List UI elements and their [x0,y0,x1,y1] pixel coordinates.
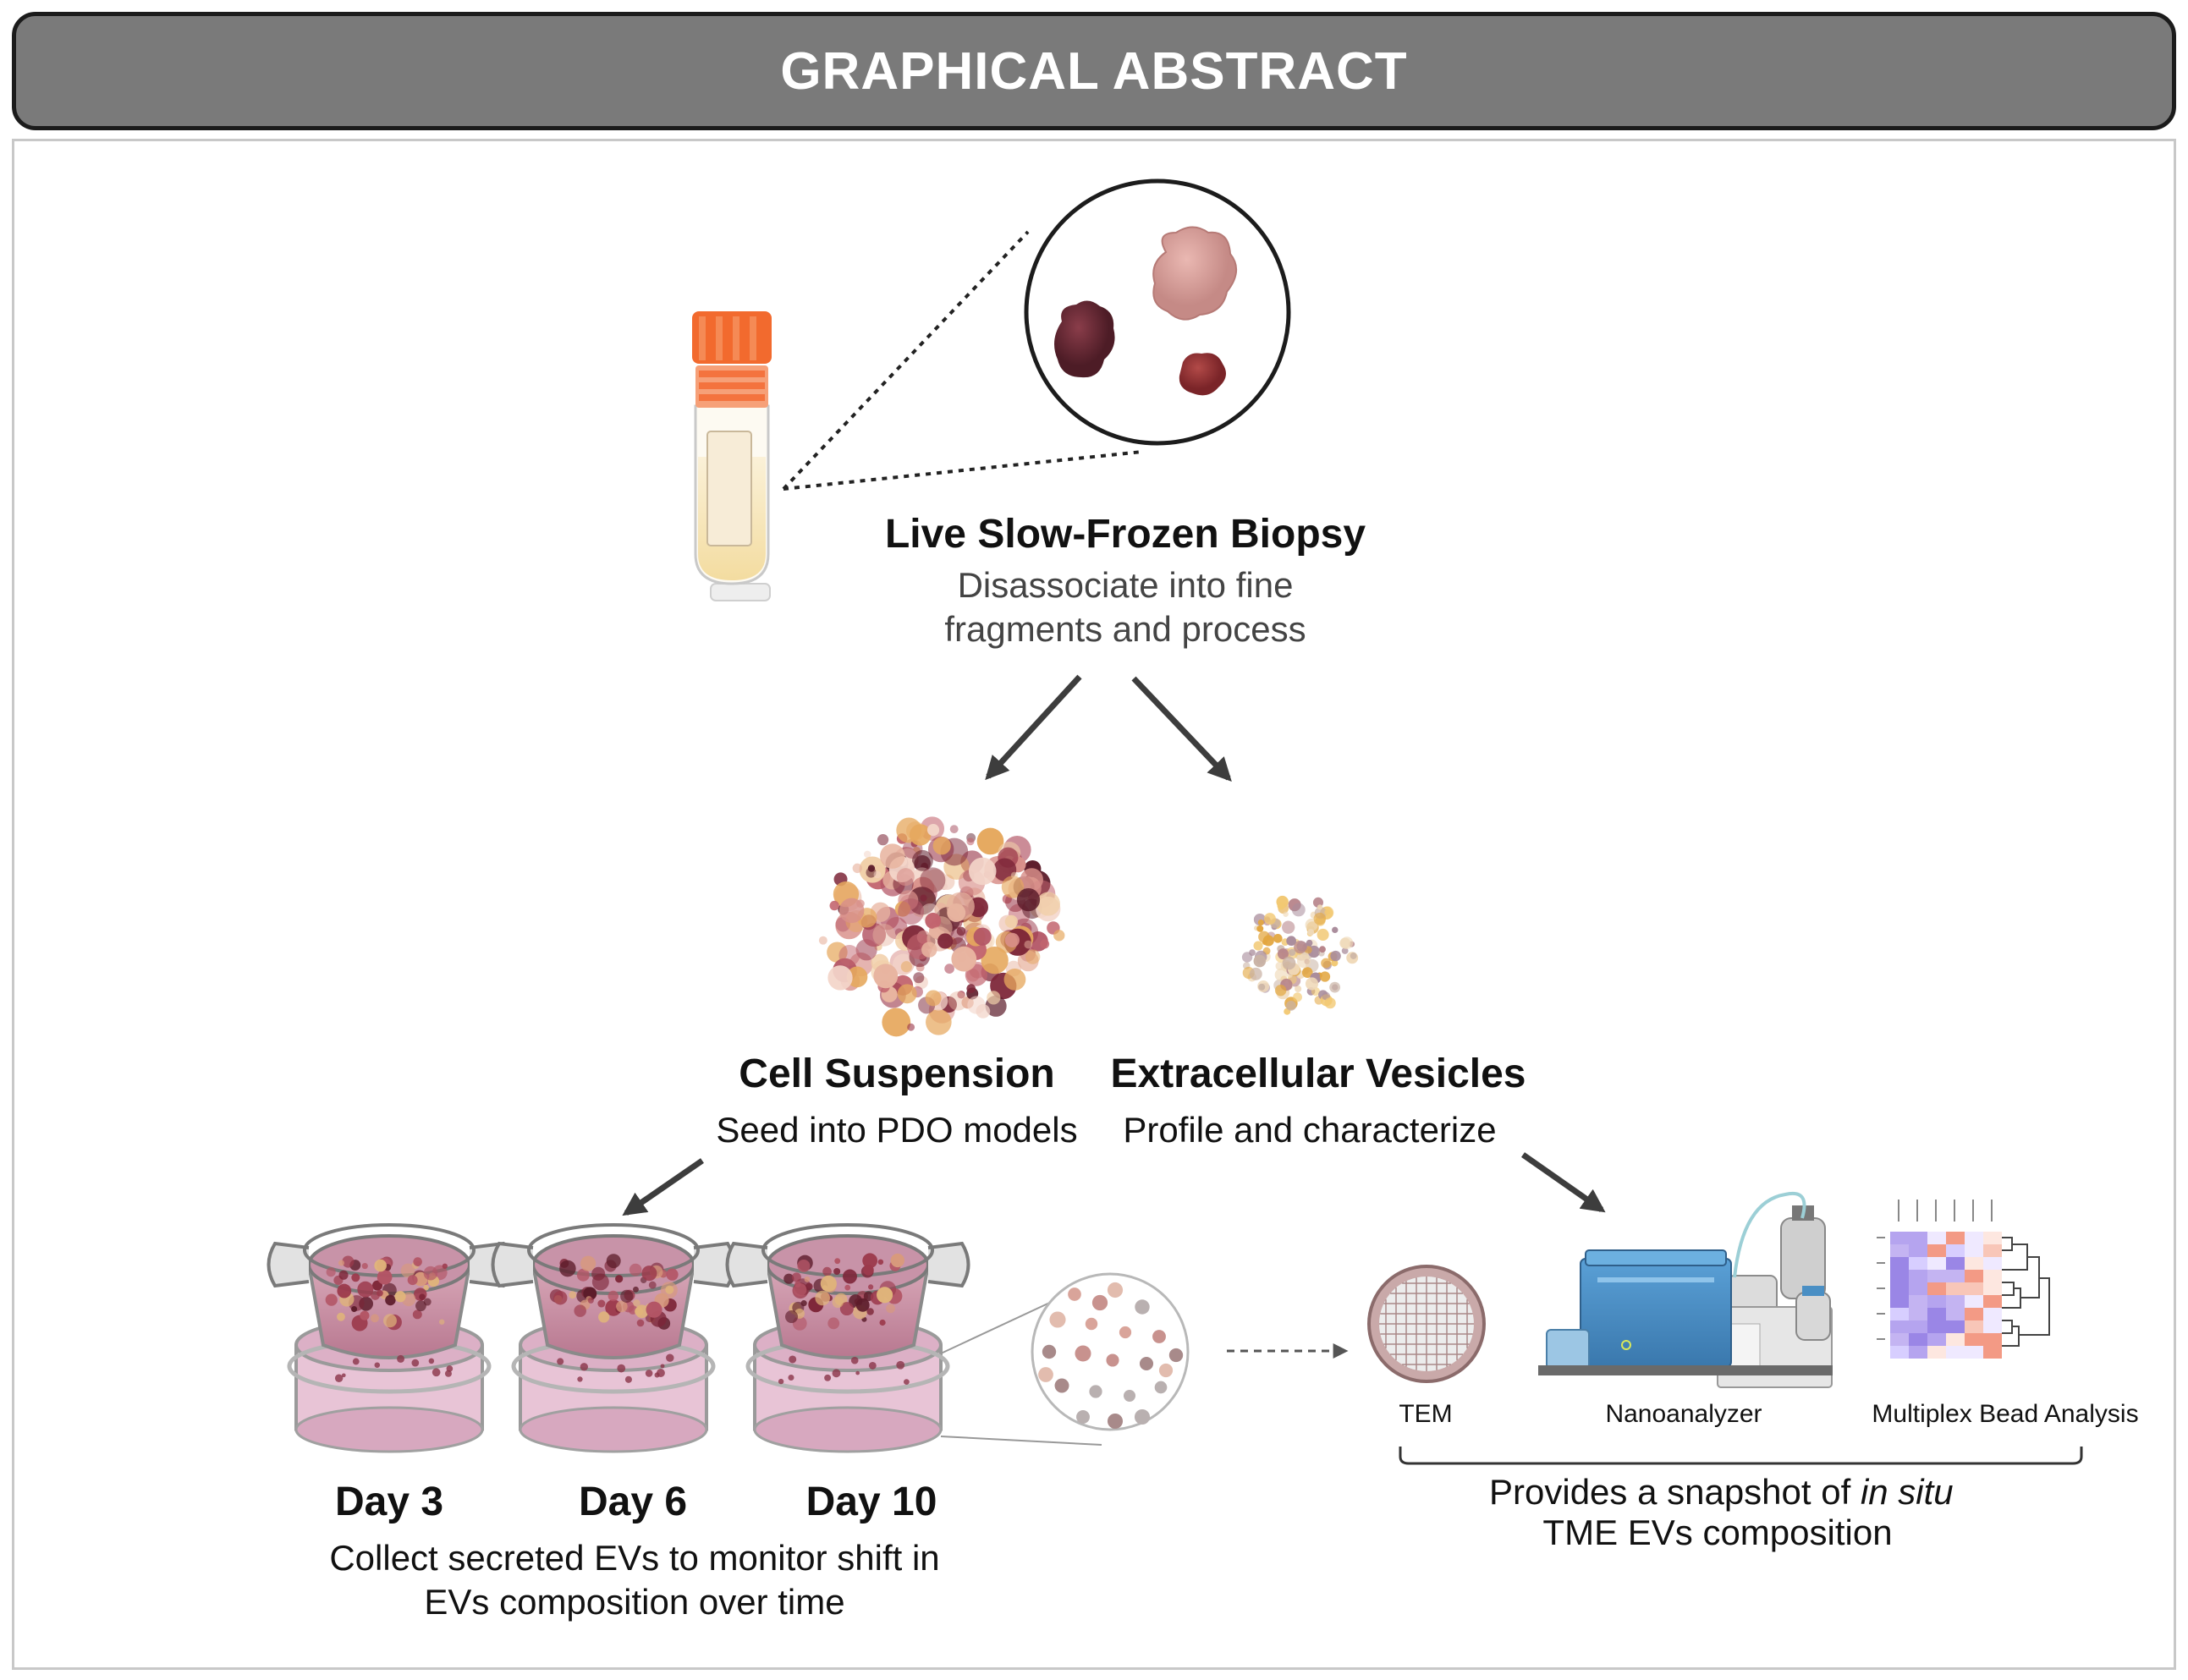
cell-suspension-title: Cell Suspension [739,1051,1055,1096]
cryovial-icon [692,311,772,601]
biopsy-desc-line1: Disassociate into fine [957,565,1294,605]
arrow-to-extracellular-vesicles [1131,676,1232,782]
arrow-to-characterization [1520,1152,1606,1213]
biopsy-fragments-magnified [1024,178,1291,446]
arrow-to-pdo-dishes [622,1158,704,1216]
multiplex-label: Multiplex Bead Analysis [1872,1400,2139,1428]
snapshot-line2: TME EVs composition [1542,1513,1893,1552]
cell-suspension-icon [818,816,1065,1037]
day3-label: Day 3 [334,1480,444,1524]
ev-zoom-line [940,1293,1069,1354]
ev-zoom-line [940,1436,1102,1446]
secreted-evs-magnified [1031,1272,1190,1431]
cell-suspension-desc: Seed into PDO models [716,1110,1078,1150]
zoom-dotted-line [782,230,1030,491]
nanoanalyzer-label: Nanoanalyzer [1605,1400,1762,1428]
transwell-dish-day6 [491,1223,736,1453]
snapshot-prefix: Provides a snapshot of [1489,1472,1861,1512]
day6-label: Day 6 [578,1480,688,1524]
arrow-to-cell-suspension [985,674,1082,781]
extracellular-vesicles-icon [1241,895,1359,1015]
collect-line1: Collect secreted EVs to monitor shift in [329,1538,940,1578]
ev-title: Extracellular Vesicles [1110,1051,1526,1096]
ev-desc: Profile and characterize [1123,1110,1497,1150]
nanoanalyzer-icon [1538,1191,1833,1388]
tem-grid-icon [1367,1265,1486,1383]
snapshot-line1: Provides a snapshot of in situ [1489,1472,1954,1513]
transwell-dish-day3 [267,1223,512,1453]
collect-line2: EVs composition over time [424,1582,845,1622]
header-title: GRAPHICAL ABSTRACT [780,41,1408,101]
day10-label: Day 10 [805,1480,937,1524]
methods-bracket [1399,1447,2083,1465]
header-banner: GRAPHICAL ABSTRACT [12,12,2176,130]
transwell-dish-day10 [725,1223,970,1453]
biopsy-title: Live Slow-Frozen Biopsy [884,512,1366,557]
zoom-dotted-line [783,450,1143,491]
biopsy-desc-line2: fragments and process [944,609,1306,649]
multiplex-heatmap-icon [1877,1200,2050,1359]
snapshot-italic: in situ [1860,1472,1954,1512]
tem-label: TEM [1399,1400,1453,1428]
